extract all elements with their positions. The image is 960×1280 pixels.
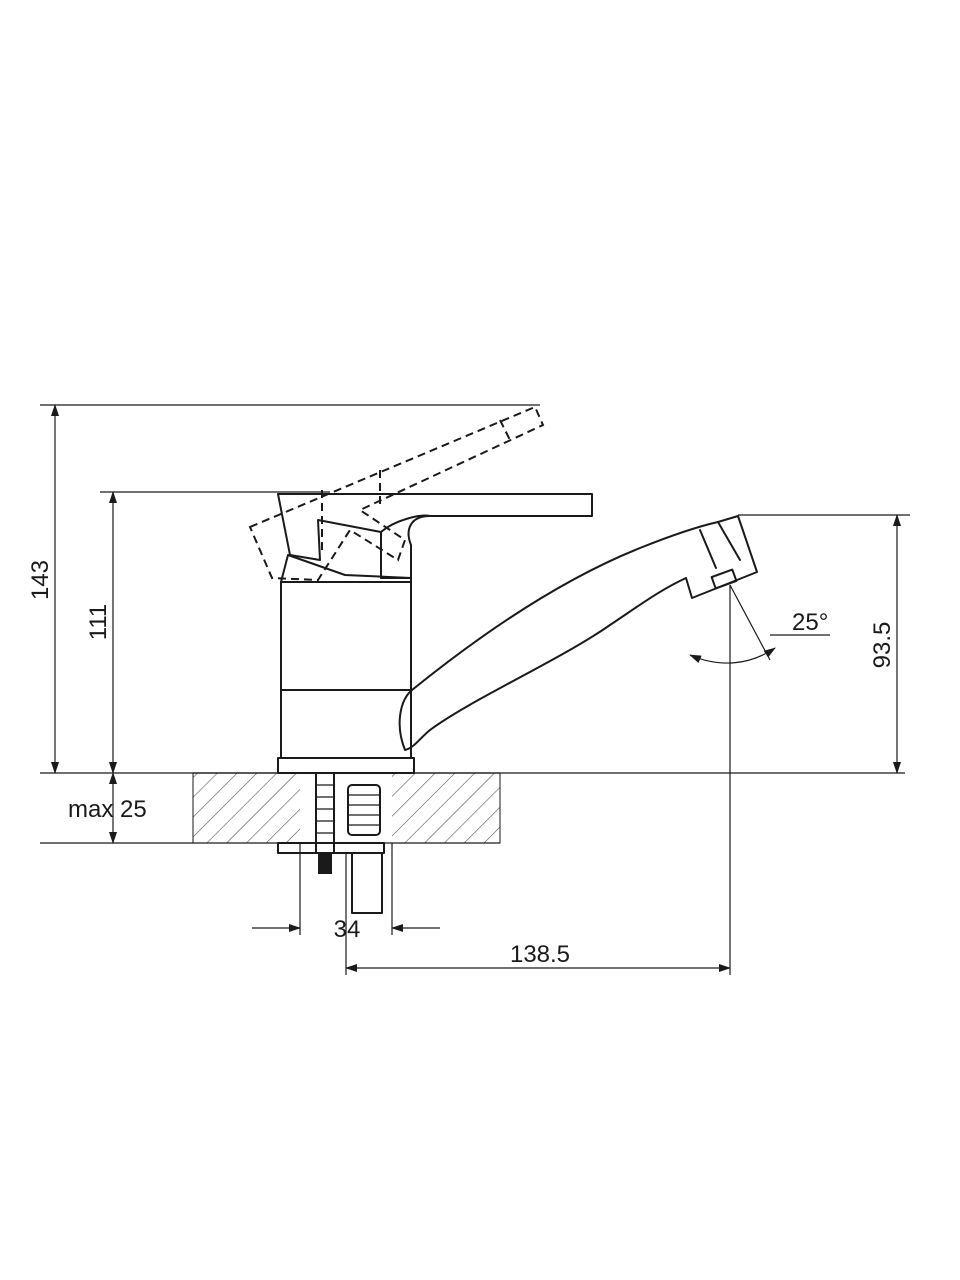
- dim-label-body-height: 111: [85, 604, 112, 640]
- dim-label-reach: 138.5: [510, 941, 570, 968]
- faucet-handle: [277, 493, 593, 579]
- faucet-spout: [398, 515, 758, 751]
- countertop-section: [192, 772, 501, 844]
- faucet-body: [277, 554, 415, 774]
- dim-label-max-thickness: max 25: [68, 796, 147, 823]
- dim-label-overall-height: 143: [27, 560, 54, 600]
- dim-label-angle: 25°: [792, 609, 828, 636]
- dim-label-base-width: 34: [334, 916, 361, 943]
- dim-label-spout-height: 93.5: [869, 622, 896, 669]
- dimension-lines: [40, 404, 910, 975]
- mounting-hardware: [277, 772, 385, 914]
- handle-raised-position: [248, 405, 545, 582]
